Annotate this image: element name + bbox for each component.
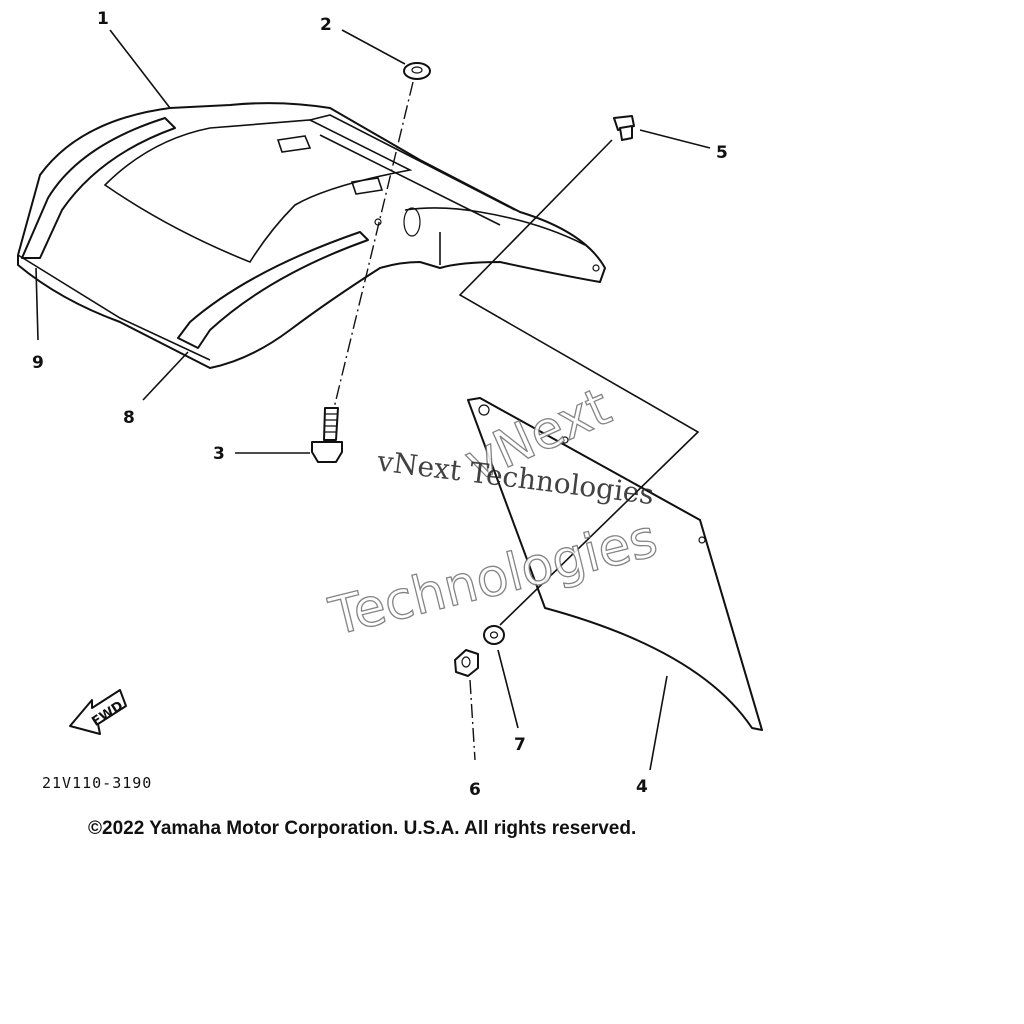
callout-1: 1: [97, 9, 109, 29]
flap-panel-part: [467, 397, 763, 731]
nut-part: [454, 649, 479, 677]
rear-fender-part: [17, 102, 606, 369]
callout-8: 8: [123, 408, 135, 428]
callout-2: 2: [320, 15, 332, 35]
bolt-part: [311, 407, 343, 463]
callout-7: 7: [514, 735, 526, 755]
callout-9: 9: [32, 353, 44, 373]
assembly-lines: [333, 81, 700, 761]
grommet-part: [403, 62, 431, 80]
forward-arrow-icon: FWD: [69, 689, 127, 735]
leader-lines: [35, 29, 711, 771]
diagram-code: 21V110-3190: [42, 774, 152, 792]
screw-part: [613, 115, 635, 141]
trim-strip-left: [21, 117, 176, 259]
callout-6: 6: [469, 780, 481, 800]
washer-part: [483, 625, 505, 645]
callout-4: 4: [636, 777, 648, 797]
callout-5: 5: [716, 143, 728, 163]
trim-strip-right: [177, 231, 369, 349]
copyright-notice: ©2022 Yamaha Motor Corporation. U.S.A. A…: [88, 818, 636, 839]
callout-3: 3: [213, 444, 225, 464]
